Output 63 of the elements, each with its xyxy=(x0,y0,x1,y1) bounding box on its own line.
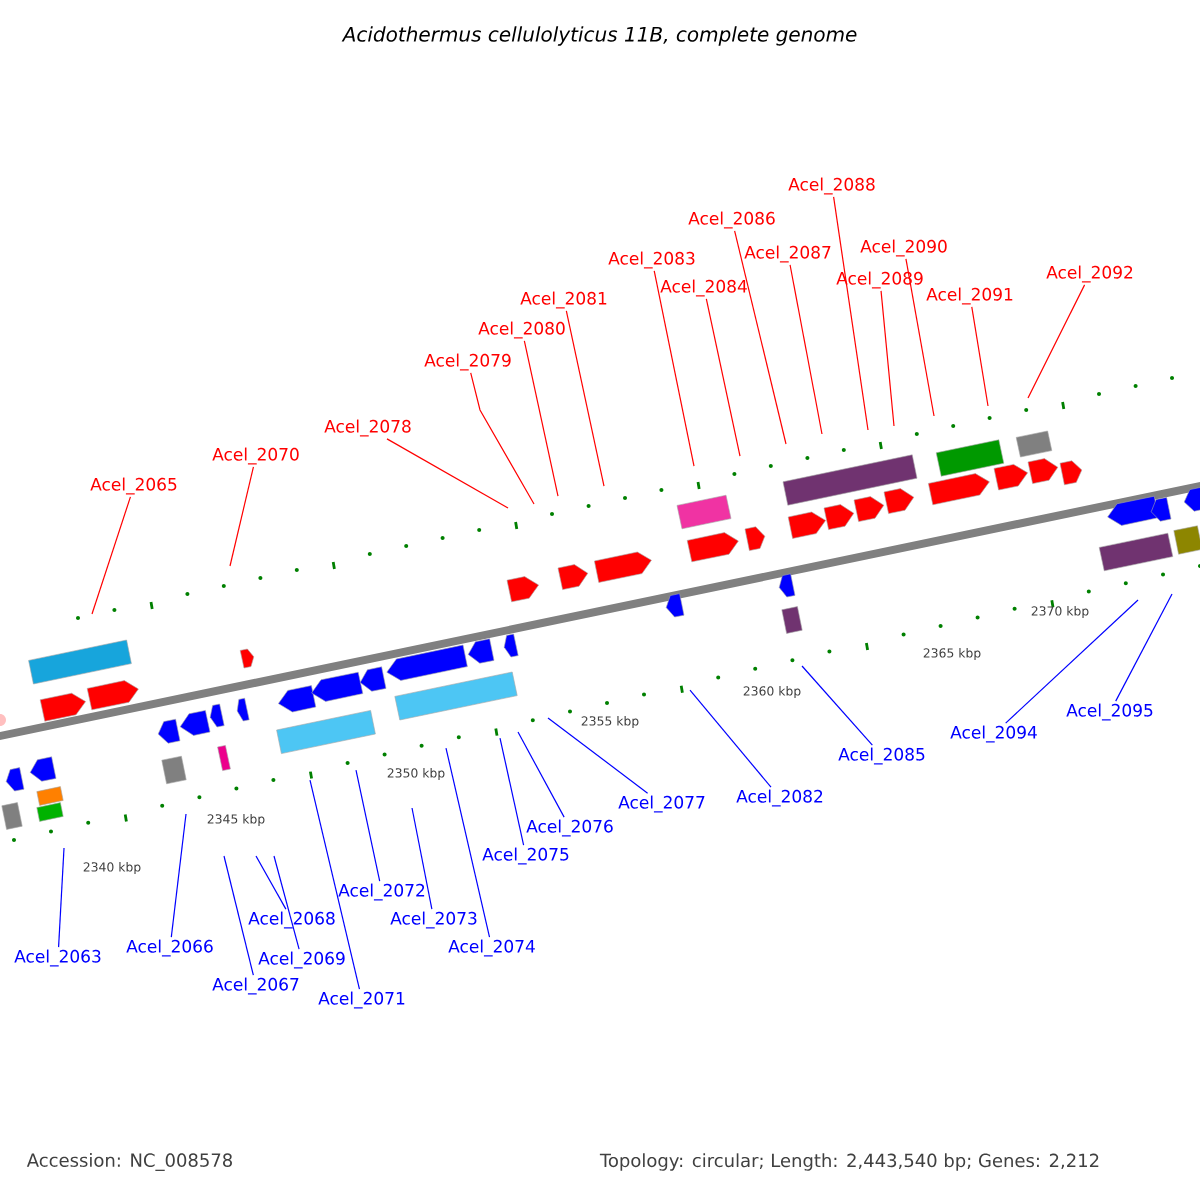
leader-line xyxy=(170,813,187,938)
gene-label: Acel_2067 xyxy=(212,977,299,995)
gene-label: Acel_2083 xyxy=(608,251,695,269)
gene-label: Acel_2088 xyxy=(788,177,875,195)
leader-line xyxy=(309,779,361,990)
leader-line xyxy=(653,270,695,467)
gene-label: Acel_2084 xyxy=(660,279,747,297)
leader-line xyxy=(833,196,869,431)
leader-line xyxy=(971,306,989,407)
gene-label: Acel_2095 xyxy=(1066,703,1153,721)
leader-line xyxy=(880,290,895,427)
leader-line xyxy=(499,737,525,846)
leader-line xyxy=(91,496,132,615)
leader-line xyxy=(386,438,509,509)
gene-label: Acel_2077 xyxy=(618,795,705,813)
leader-line xyxy=(273,855,300,950)
leader-line xyxy=(801,665,873,746)
leader-line xyxy=(565,310,605,487)
leader-line xyxy=(229,466,255,567)
gene-label: Acel_2080 xyxy=(478,321,565,339)
gene-label: Acel_2081 xyxy=(520,291,607,309)
gene-label: Acel_2071 xyxy=(318,991,405,1009)
genome-info-label: Topology: circular; Length: 2,443,540 bp; Genes: 2,212 xyxy=(599,1153,1099,1171)
leader-line xyxy=(1027,284,1086,399)
gene-label: Acel_2066 xyxy=(126,939,213,957)
gene-label: Acel_2076 xyxy=(526,819,613,837)
leader-line xyxy=(705,298,741,457)
leader-line xyxy=(58,847,65,948)
title: Acidothermus cellulolyticus 11B, complete genome xyxy=(341,26,857,46)
leader-line xyxy=(1115,593,1173,702)
gene-label: Acel_2078 xyxy=(324,419,411,437)
leader-line xyxy=(547,717,649,794)
leader-line xyxy=(905,258,935,417)
gene-label: Acel_2091 xyxy=(926,287,1013,305)
gene-label: Acel_2075 xyxy=(482,847,569,865)
gene-label: Acel_2073 xyxy=(390,911,477,929)
leader-line xyxy=(445,747,491,938)
gene-label: Acel_2082 xyxy=(736,789,823,807)
leader-line xyxy=(355,769,381,882)
leader-line xyxy=(411,807,433,910)
leader-line xyxy=(1005,599,1139,724)
leader-line xyxy=(470,372,535,505)
gene-label: Acel_2092 xyxy=(1046,265,1133,283)
leader-line xyxy=(523,340,559,497)
gene-label: Acel_2079 xyxy=(424,353,511,371)
leader-line xyxy=(689,689,772,788)
gene-label: Acel_2074 xyxy=(448,939,535,957)
leader-line xyxy=(734,230,787,445)
gene-label: Acel_2085 xyxy=(838,747,925,765)
gene-label: Acel_2065 xyxy=(90,477,177,495)
accession-label: Accession: NC_008578 xyxy=(26,1153,232,1171)
leader-line xyxy=(255,855,287,910)
gene-label: Acel_2094 xyxy=(950,725,1037,743)
gene-label: Acel_2063 xyxy=(14,949,101,967)
leader-line xyxy=(517,731,565,818)
gene-label: Acel_2072 xyxy=(338,883,425,901)
leader-line xyxy=(789,264,823,435)
gene-label: Acel_2069 xyxy=(258,951,345,969)
gene-label: Acel_2086 xyxy=(688,211,775,229)
gene-label: Acel_2090 xyxy=(860,239,947,257)
gene-label: Acel_2070 xyxy=(212,447,299,465)
gene-label: Acel_2087 xyxy=(744,245,831,263)
leader-line xyxy=(223,855,254,976)
